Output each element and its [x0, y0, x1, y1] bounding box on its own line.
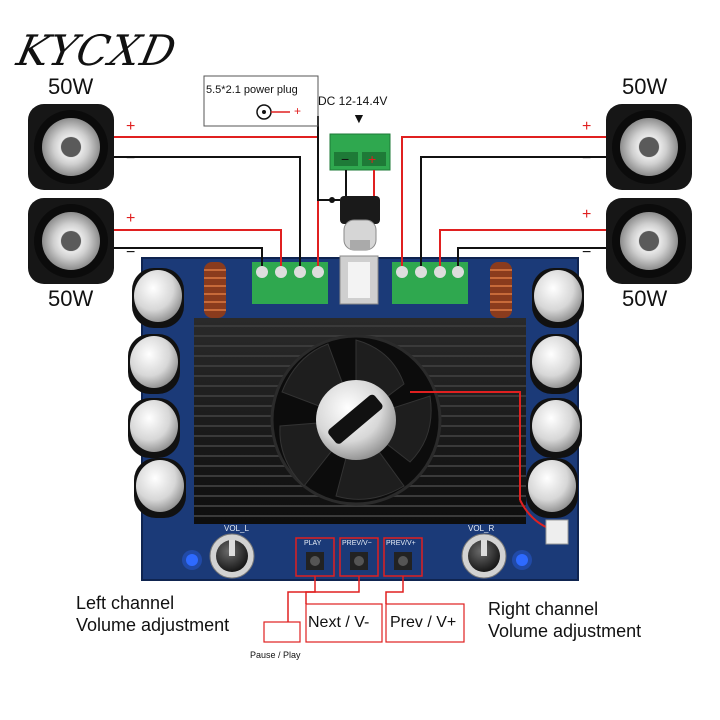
watt-label-bottom-left: 50W [48, 286, 94, 311]
down-arrow-icon: ▼ [352, 110, 366, 126]
svg-text:−: − [341, 151, 349, 167]
led-right [516, 554, 528, 566]
capacitors-left [128, 268, 186, 518]
vol-l-silkscreen: VOL_L [224, 524, 249, 533]
power-terminal-connector: − + [329, 133, 391, 171]
leader-lines [287, 576, 404, 622]
prev-vplus-label: Prev / V+ [390, 614, 457, 631]
power-plug-box [203, 75, 319, 127]
power-plug-plus: + [294, 104, 302, 118]
prev-vplus-button[interactable] [383, 537, 423, 577]
play-silkscreen: PLAY [304, 540, 322, 547]
fan-connector [545, 519, 569, 545]
left-channel-caption-line2: Volume adjustment [76, 615, 230, 635]
speaker-bottom-left [28, 198, 114, 284]
inductor-left [204, 262, 226, 318]
next-vminus-label: Next / V- [308, 614, 370, 631]
polarity-plus-tl: + [126, 118, 136, 135]
watt-label-bottom-right: 50W [622, 286, 668, 311]
dc-voltage-label: DC 12-14.4V [318, 94, 388, 108]
speaker-terminal-right [392, 262, 468, 304]
polarity-minus-tr: − [582, 150, 592, 167]
svg-text:+: + [368, 151, 376, 167]
left-channel-caption-line1: Left channel [76, 593, 175, 613]
polarity-minus-br: − [582, 244, 592, 261]
dc-plug [340, 196, 380, 251]
volume-knob-right [461, 533, 507, 579]
vol-r-silkscreen: VOL_R [468, 524, 495, 533]
pause-play-label: Pause / Play [250, 650, 301, 660]
power-wires [317, 116, 375, 203]
polarity-plus-bl: + [126, 210, 136, 227]
polarity-minus-tl: − [126, 150, 136, 167]
capacitors-right [526, 268, 584, 518]
volume-knob-left [209, 533, 255, 579]
prev-vplus-silkscreen: PREV/V+ [386, 540, 416, 547]
cooling-fan [270, 334, 442, 506]
right-channel-caption-line1: Right channel [488, 599, 599, 619]
prev-tag-box [385, 603, 465, 643]
left-speaker-wires [114, 136, 319, 266]
power-plug-label: 5.5*2.1 power plug [206, 84, 298, 96]
led-left [186, 554, 198, 566]
dc-jack-on-board [339, 255, 379, 305]
inductor-right [490, 262, 512, 318]
pause-tag-box [263, 621, 301, 643]
polarity-minus-bl: − [126, 244, 136, 261]
speaker-terminal-left [252, 262, 328, 304]
next-tag-box [305, 603, 383, 643]
right-speaker-wires [401, 136, 606, 266]
right-channel-caption-line2: Volume adjustment [488, 621, 642, 641]
speaker-top-right [606, 104, 692, 190]
watt-label-top-right: 50W [622, 74, 668, 99]
speaker-bottom-right [606, 198, 692, 284]
watt-label-top-left: 50W [48, 74, 94, 99]
polarity-plus-br: + [582, 206, 592, 223]
speaker-top-left [28, 104, 114, 190]
polarity-plus-tr: + [582, 118, 592, 135]
prev-vminus-silkscreen: PREV/V− [342, 540, 372, 547]
